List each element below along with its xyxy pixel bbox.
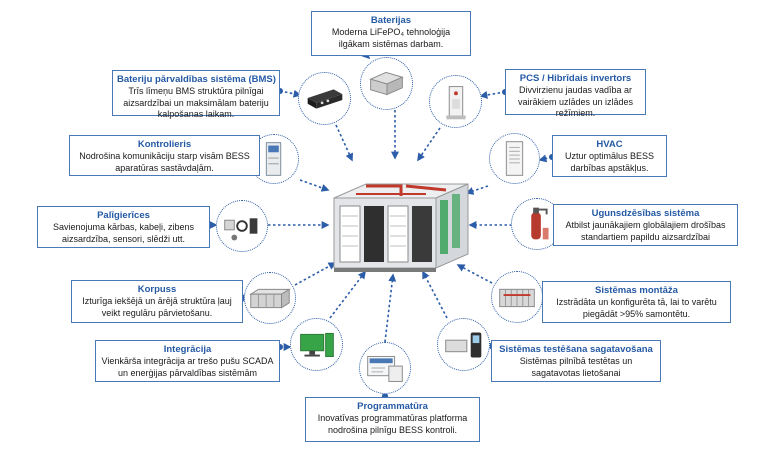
connector-pcs-center xyxy=(417,127,441,162)
testesana-title: Sistēmas testēšana sagatavošana xyxy=(499,344,653,355)
bms-desc: Trīs līmeņu BMS struktūra pilnīgai aizsa… xyxy=(123,86,269,119)
kontrolieris-title: Kontrolieris xyxy=(137,139,192,150)
paligierices-desc: Savienojuma kārbas, kabeļi, zibens aizsa… xyxy=(52,222,195,244)
baterijas-title: Baterijas xyxy=(370,15,412,26)
enclosure-frame-icon xyxy=(244,272,296,324)
bess-container-icon xyxy=(326,180,472,275)
connector-kontrolieris-center xyxy=(299,179,330,192)
kontrolieris-box: Kontrolieris Nodrošina komunikāciju star… xyxy=(69,135,260,176)
hvac-box: HVAC Uztur optimālus BESS darbības apstā… xyxy=(552,135,667,177)
air-conditioner-icon xyxy=(489,133,540,184)
bms-box: Bateriju pārvaldības sistēma (BMS) Trīs … xyxy=(112,70,280,119)
programmatura-box: Programmatūra Inovatīvas programmatūras … xyxy=(305,397,480,442)
montaza-title: Sistēmas montāža xyxy=(595,285,678,296)
paligierices-box: Palīgierīces Savienojuma kārbas, kabeļi,… xyxy=(37,206,210,248)
connector-pcs xyxy=(479,91,506,99)
ugunsdzesibas-box: Ugunsdzēsības sistēma Atbilst jaunākajie… xyxy=(553,204,738,246)
connector-programmatura-center xyxy=(384,273,397,343)
paligierices-title: Palīgierīces xyxy=(97,210,150,221)
connector-testesana-center xyxy=(422,270,448,319)
connector-integracija-center xyxy=(329,270,366,319)
pcs-title: PCS / Hibrīdais invertors xyxy=(519,73,632,84)
testesana-desc: Sistēmas pilnībā testētas un sagatavotas… xyxy=(519,356,633,378)
connector-bms-center xyxy=(335,124,353,162)
assembled-racks-icon xyxy=(491,271,543,323)
integracija-box: Integrācija Vienkārša integrācija ar tre… xyxy=(95,340,280,382)
pcs-desc: Divvirzienu jaudas vadība ar vairākiem u… xyxy=(517,85,634,118)
korpuss-desc: Izturīga iekšējā un ārējā struktūra ļauj… xyxy=(82,296,232,318)
korpuss-box: Korpuss Izturīga iekšējā un ārējā strukt… xyxy=(71,280,243,323)
bms-title: Bateriju pārvaldības sistēma (BMS) xyxy=(117,74,276,85)
integracija-desc: Vienkārša integrācija ar trešo pušu SCAD… xyxy=(101,356,274,378)
pcs-box: PCS / Hibrīdais invertors Divvirzienu ja… xyxy=(505,69,646,118)
montaza-box: Sistēmas montāža Izstrādāta un konfigurē… xyxy=(542,281,731,323)
montaza-desc: Izstrādāta un konfigurēta tā, lai to var… xyxy=(556,297,717,319)
programmatura-title: Programmatūra xyxy=(357,401,428,412)
connector-montaza-center xyxy=(456,264,493,284)
hvac-title: HVAC xyxy=(596,139,623,150)
baterijas-desc: Moderna LiFePO₄ tehnoloģija ilgākam sist… xyxy=(331,27,451,49)
accessories-icon xyxy=(216,200,268,252)
bms-unit-icon xyxy=(298,72,351,125)
connector-bms xyxy=(279,89,302,98)
software-screen-icon xyxy=(359,342,411,394)
programmatura-desc: Inovatīvas programmatūras platforma nodr… xyxy=(317,413,468,435)
testesana-box: Sistēmas testēšana sagatavošana Sistēmas… xyxy=(491,340,661,382)
ugunsdzesibas-desc: Atbilst jaunākajiem globālajiem drošības… xyxy=(565,220,726,242)
korpuss-title: Korpuss xyxy=(137,284,177,295)
ugunsdzesibas-title: Ugunsdzēsības sistēma xyxy=(591,208,700,219)
baterijas-box: Baterijas Moderna LiFePO₄ tehnoloģija il… xyxy=(311,11,471,56)
kontrolieris-desc: Nodrošina komunikāciju starp visām BESS … xyxy=(79,151,250,173)
connector-hvac xyxy=(538,154,553,163)
desktop-computer-icon xyxy=(290,318,343,371)
test-equipment-icon xyxy=(437,318,490,371)
hvac-desc: Uztur optimālus BESS darbības apstākļus. xyxy=(564,151,655,173)
inverter-cabinet-icon xyxy=(429,75,482,128)
integracija-title: Integrācija xyxy=(163,344,212,355)
battery-module-icon xyxy=(360,57,413,110)
connector-hvac-center xyxy=(465,185,489,195)
